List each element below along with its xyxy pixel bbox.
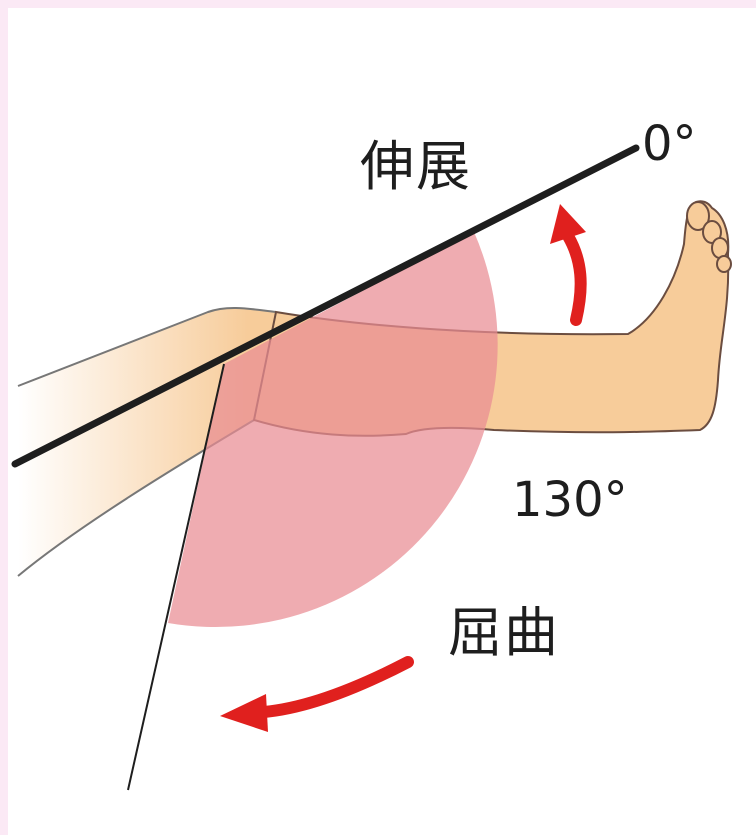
diagram-canvas: 伸展 0° 130° 屈曲: [8, 8, 756, 835]
curved-arrow-left-icon: [220, 662, 408, 732]
curved-arrow-up-icon: [550, 204, 586, 320]
extension-angle-label: 0°: [642, 120, 697, 168]
extension-label: 伸展: [360, 140, 472, 194]
flexion-label: 屈曲: [448, 606, 560, 660]
flexion-angle-label: 130°: [512, 476, 628, 524]
range-of-motion-sector: [168, 232, 498, 627]
